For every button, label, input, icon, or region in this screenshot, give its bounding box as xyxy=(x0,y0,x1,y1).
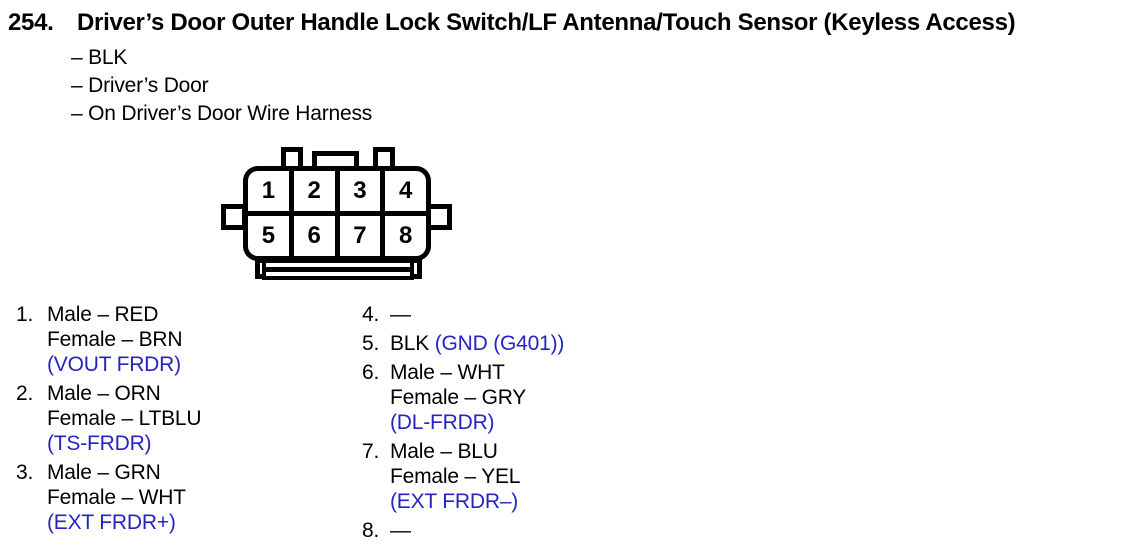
pin-number: 2. xyxy=(16,382,34,405)
pin-cavity-3: 3 xyxy=(339,171,381,211)
pin-cavity-1: 1 xyxy=(248,171,289,211)
pin-signal-label: (DL-FRDR) xyxy=(390,411,495,434)
pin-number: 4. xyxy=(362,303,380,326)
pin-line: — xyxy=(390,302,411,327)
pin-wire-color: — xyxy=(390,519,411,542)
pin-lines: — xyxy=(390,302,411,327)
pin-signal-label: (TS-FRDR) xyxy=(47,432,152,455)
pin-wire-color: Female – YEL xyxy=(390,465,521,488)
pin-list-item: 8. — xyxy=(362,518,564,543)
pin-cavity-7: 7 xyxy=(339,216,381,256)
pin-wire-color: Male – WHT xyxy=(390,361,505,384)
pin-line: (EXT FRDR+) xyxy=(47,510,186,535)
pin-number: 8. xyxy=(362,519,380,542)
pin-line: (EXT FRDR–) xyxy=(390,489,520,514)
pin-cavity-5: 5 xyxy=(248,216,289,256)
pin-line: — xyxy=(390,518,411,543)
pin-number: 1. xyxy=(16,303,34,326)
pin-wire-color: Female – BRN xyxy=(47,328,183,351)
pin-line: (TS-FRDR) xyxy=(47,431,201,456)
pin-number: 5. xyxy=(362,332,380,355)
connector-info-list: – BLK – Driver’s Door – On Driver’s Door… xyxy=(71,44,372,128)
pin-wire-color: Male – GRN xyxy=(47,461,161,484)
pin-cavity-4: 4 xyxy=(385,171,426,211)
pin-wire-color: Female – WHT xyxy=(47,486,186,509)
pin-signal-label: (EXT FRDR–) xyxy=(390,490,519,513)
pin-line: Male – RED xyxy=(47,302,182,327)
pin-line: (DL-FRDR) xyxy=(390,410,526,435)
pin-number: 3. xyxy=(16,461,34,484)
pin-line: (VOUT FRDR) xyxy=(47,352,182,377)
pin-list-item: 4. — xyxy=(362,302,564,327)
connector-harness-note: – On Driver’s Door Wire Harness xyxy=(71,102,373,125)
pin-line: BLK (GND (G401)) xyxy=(390,331,564,356)
pin-line: Female – GRY xyxy=(390,385,526,410)
connector-location-note: – Driver’s Door xyxy=(71,74,209,97)
pin-cavity-6: 6 xyxy=(293,216,335,256)
pin-line: Female – YEL xyxy=(390,464,520,489)
lock-bar-stripe xyxy=(266,267,410,272)
pin-number: 7. xyxy=(362,440,380,463)
pin-lines: — xyxy=(390,518,411,543)
pin-wire-color: BLK xyxy=(390,332,435,355)
pin-signal-label: (VOUT FRDR) xyxy=(47,353,181,376)
pin-wire-color: Male – RED xyxy=(47,303,159,326)
pin-list-item: 5. BLK (GND (G401)) xyxy=(362,331,564,356)
section-header: 254. Driver’s Door Outer Handle Lock Swi… xyxy=(8,9,1016,37)
pin-wire-color: Female – GRY xyxy=(390,386,527,409)
pin-wire-color: Male – BLU xyxy=(390,440,498,463)
pin-signal-label: (GND (G401)) xyxy=(434,332,565,355)
pin-wire-color: Male – ORN xyxy=(47,382,161,405)
pin-line: Female – BRN xyxy=(47,327,183,352)
pin-cavity-2: 2 xyxy=(293,171,335,211)
pin-line: Female – LTBLU xyxy=(47,406,202,431)
pin-grid: 1 2 3 4 5 6 7 8 xyxy=(248,171,426,256)
pin-wire-color: — xyxy=(390,303,411,326)
pin-signal-label: (EXT FRDR+) xyxy=(47,511,176,534)
pin-line: Male – ORN xyxy=(47,381,201,406)
pin-line: Male – GRN xyxy=(47,460,186,485)
pin-cavity-8: 8 xyxy=(385,216,426,256)
pin-wire-color: Female – LTBLU xyxy=(47,407,202,430)
connector-color-note: – BLK xyxy=(71,46,128,69)
section-number: 254. xyxy=(8,9,54,36)
connector-bottom-lock-bar xyxy=(262,259,414,280)
pin-line: Male – BLU xyxy=(390,439,520,464)
pin-line: Female – WHT xyxy=(47,485,186,510)
pin-lines: BLK (GND (G401)) xyxy=(390,331,564,356)
connector-body: 1 2 3 4 5 6 7 8 xyxy=(243,166,431,261)
pin-number: 6. xyxy=(362,361,380,384)
page-title: Driver’s Door Outer Handle Lock Switch/L… xyxy=(77,9,1016,36)
pin-line: Male – WHT xyxy=(390,360,526,385)
